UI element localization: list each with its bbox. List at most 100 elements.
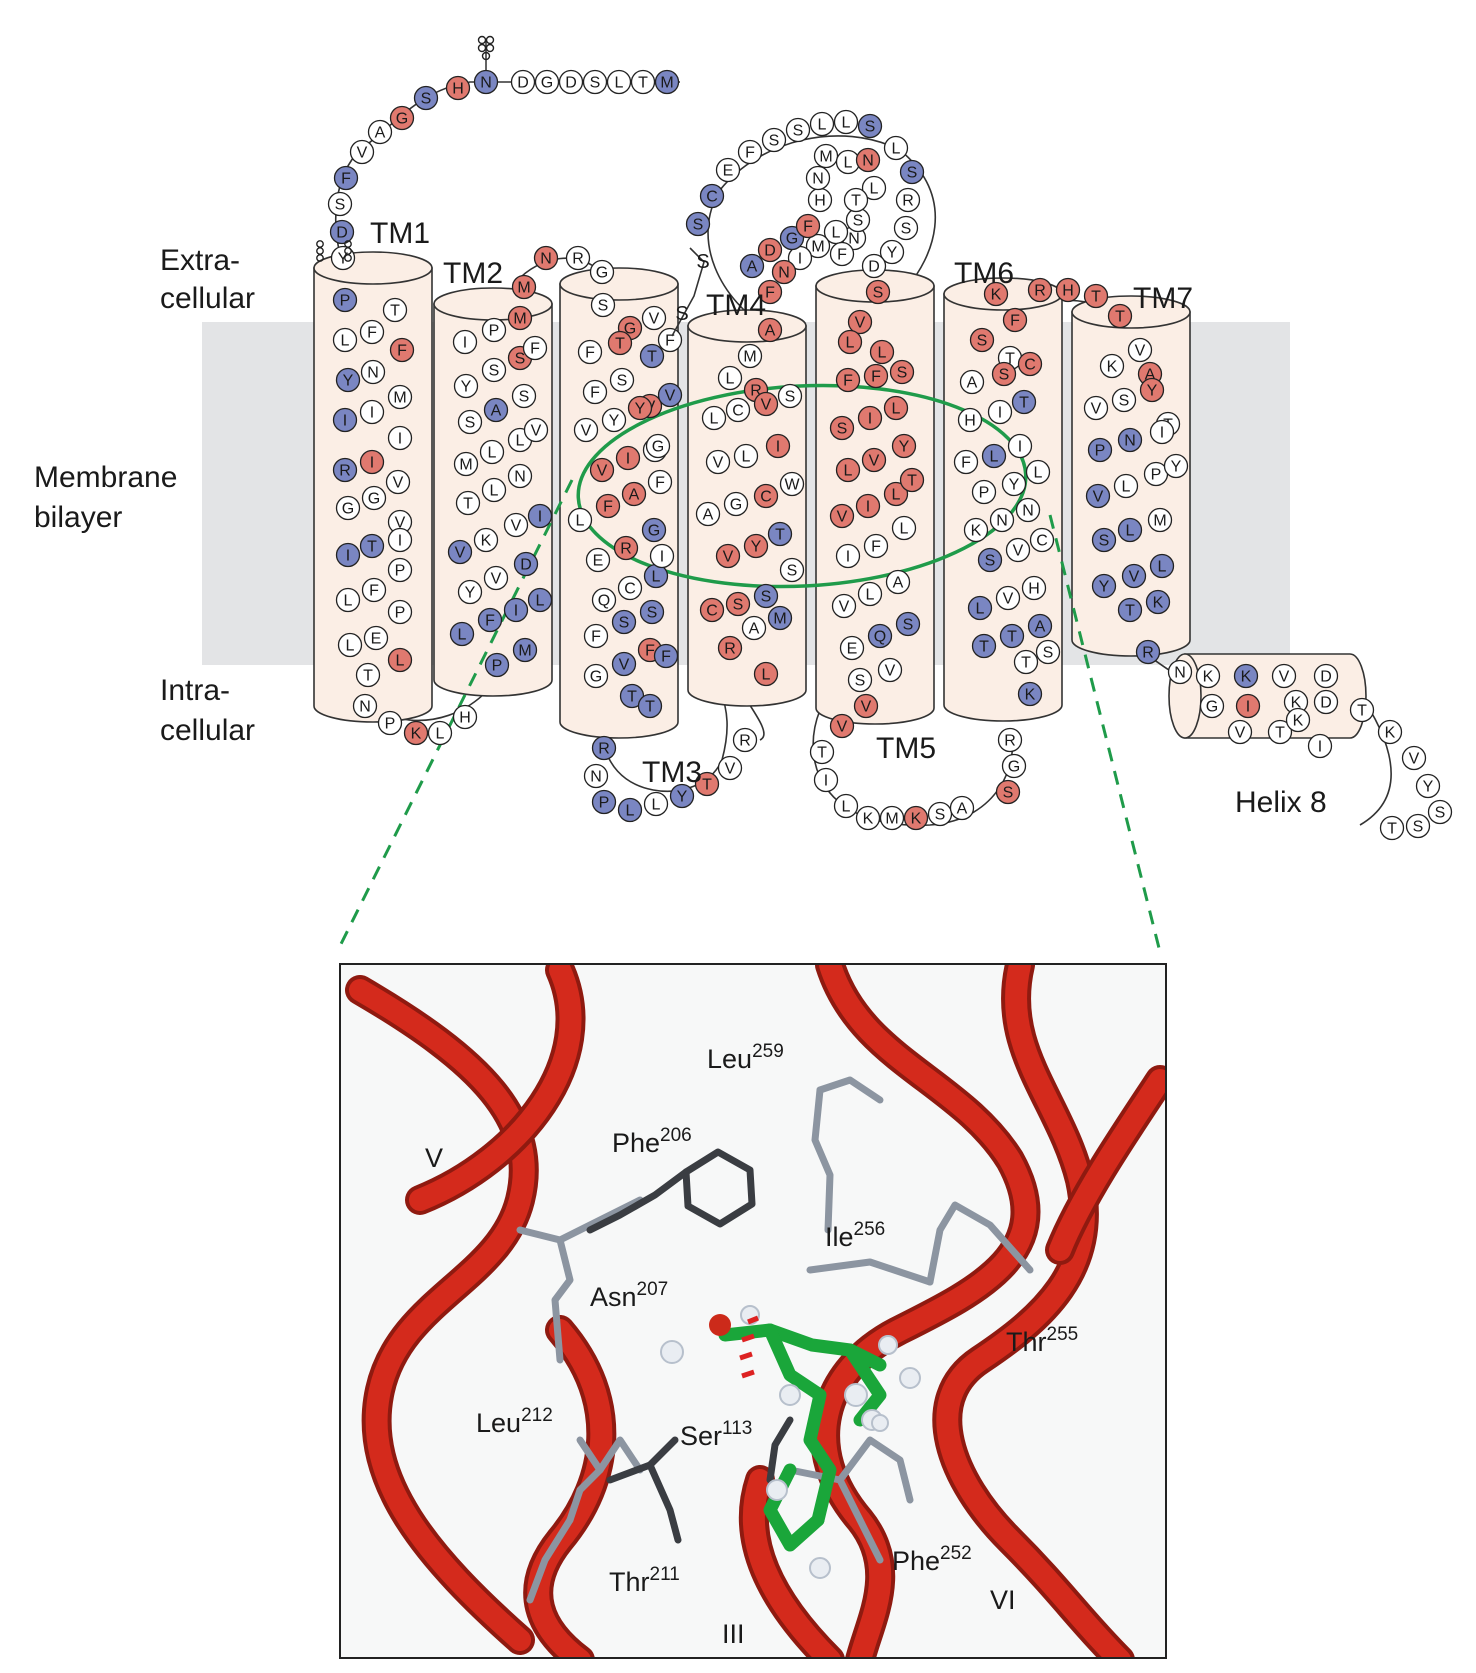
residue-tm1: E (363, 625, 389, 651)
residue-tm1: V (385, 469, 411, 495)
residue-tm5: V (861, 447, 887, 473)
svg-text:H: H (1062, 283, 1074, 300)
svg-text:S: S (421, 91, 432, 108)
svg-text:I: I (1018, 439, 1022, 456)
residue-tm2: I (503, 597, 529, 623)
residue-ecl2: S (845, 207, 871, 233)
residue-tm5: A (885, 569, 911, 595)
intracellular-label: Intra- (160, 674, 230, 707)
residue-tm5: L (857, 581, 883, 607)
svg-text:V: V (837, 509, 848, 526)
svg-text:C: C (760, 489, 772, 506)
residue-tm4: V (715, 543, 741, 569)
svg-text:I: I (370, 405, 374, 422)
residue-icl3: K (855, 805, 881, 831)
svg-text:T: T (1275, 725, 1285, 742)
svg-text:G: G (786, 231, 798, 248)
residue-n_term: S (327, 191, 353, 217)
svg-text:V: V (839, 599, 850, 616)
residue-ecl2: M (805, 233, 831, 259)
svg-text:V: V (1091, 401, 1102, 418)
residue-ecl2: F (795, 213, 821, 239)
tm6-label: TM6 (954, 257, 1014, 290)
residue-tm2: L (449, 621, 475, 647)
residue-tm7: S (1111, 387, 1137, 413)
residue-ecl1: G (589, 259, 615, 285)
svg-text:I: I (370, 455, 374, 472)
residue-tm6: H (1021, 575, 1047, 601)
residue-tm7: V (1127, 337, 1153, 363)
residue-tm3: G (641, 517, 667, 543)
svg-text:I: I (776, 439, 780, 456)
residue-icl3: I (813, 767, 839, 793)
residue-tm7: T (1117, 597, 1143, 623)
svg-text:T: T (1005, 351, 1015, 368)
svg-text:L: L (846, 335, 855, 352)
svg-text:I: I (398, 431, 402, 448)
svg-text:T: T (1357, 703, 1367, 720)
residue-tm5: L (869, 339, 895, 365)
svg-text:V: V (357, 145, 368, 162)
svg-text:A: A (375, 125, 386, 142)
residue-tm2: F (477, 607, 503, 633)
svg-text:S: S (590, 75, 601, 92)
residue-n_term: M (654, 69, 680, 95)
svg-text:S: S (733, 597, 744, 614)
residue-tm3: L (567, 507, 593, 533)
svg-text:L: L (842, 799, 851, 816)
svg-text:D: D (1320, 669, 1332, 686)
svg-text:L: L (346, 638, 355, 655)
residue-tm5: I (857, 405, 883, 431)
svg-text:I: I (846, 549, 850, 566)
svg-text:Y: Y (635, 401, 646, 418)
svg-text:K: K (1107, 359, 1118, 376)
residue-tm3: F (577, 339, 603, 365)
svg-text:T: T (638, 75, 648, 92)
svg-text:M: M (811, 239, 824, 256)
residue-ecl3: R (1027, 277, 1053, 303)
svg-text:E: E (723, 163, 734, 180)
residue-tm1: I (332, 407, 358, 433)
svg-text:L: L (488, 445, 497, 462)
svg-text:P: P (1095, 443, 1106, 460)
svg-text:A: A (491, 403, 502, 420)
svg-text:L: L (832, 225, 841, 242)
svg-text:G: G (652, 439, 664, 456)
residue-tm2: D (513, 551, 539, 577)
residue-c_term: T (1349, 697, 1375, 723)
residue-tm2: N (507, 463, 533, 489)
svg-text:G: G (1008, 759, 1020, 776)
residue-icl3: V (829, 713, 855, 739)
svg-text:L: L (652, 569, 661, 586)
svg-text:P: P (340, 293, 351, 310)
residue-tm1: T (359, 533, 385, 559)
residue-ecl2: F (757, 279, 783, 305)
svg-text:L: L (710, 411, 719, 428)
svg-text:V: V (837, 719, 848, 736)
svg-text:L: L (870, 181, 879, 198)
svg-text:F: F (661, 649, 671, 666)
svg-text:F: F (585, 345, 595, 362)
residue-tm4: S (777, 383, 803, 409)
intracellular-label: cellular (160, 714, 255, 747)
residue-ecl2: N (855, 147, 881, 173)
svg-text:L: L (844, 155, 853, 172)
svg-text:Y: Y (887, 245, 898, 262)
svg-text:M: M (660, 75, 673, 92)
svg-text:I: I (538, 509, 542, 526)
svg-text:P: P (395, 605, 406, 622)
residue-ecl2: A (739, 253, 765, 279)
residue-n_term: L (606, 69, 632, 95)
svg-text:L: L (1158, 559, 1167, 576)
residue-tm3: F (653, 643, 679, 669)
svg-text:A: A (957, 801, 968, 818)
residue-n_term: H (445, 75, 471, 101)
svg-text:K: K (1293, 713, 1304, 730)
residue-tm7: M (1147, 507, 1173, 533)
residue-tm5: F (863, 363, 889, 389)
residue-tm3: I (649, 543, 675, 569)
residue-tm5: S (829, 415, 855, 441)
residue-tm2: V (523, 417, 549, 443)
residue-tm6: F (953, 449, 979, 475)
svg-text:M: M (819, 149, 832, 166)
